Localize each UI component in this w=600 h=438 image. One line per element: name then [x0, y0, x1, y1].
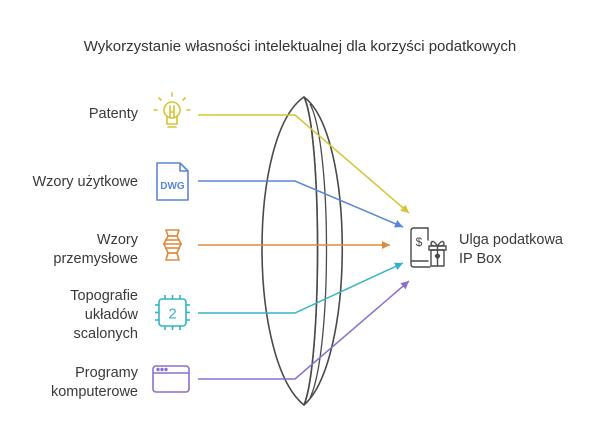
dwg-file-icon: DWG — [156, 162, 189, 201]
lens-face — [261, 96, 319, 406]
source-label-wzory-uzytkowe: Wzory użytkowe — [32, 174, 138, 190]
lens — [261, 96, 343, 406]
browser-window-icon — [152, 365, 190, 393]
connector-line-wzory-uzytkowe — [198, 180, 404, 228]
watch-icon — [163, 229, 182, 261]
diagram-title: Wykorzystanie własności intelektualnej d… — [83, 38, 517, 55]
lens-edge-line — [309, 103, 328, 399]
connector-line-topografie — [198, 262, 404, 314]
arrowhead-wzory-uzytkowe — [394, 220, 403, 228]
microchip-icon: 2 — [155, 295, 190, 330]
dwg-icon-text: DWG — [160, 181, 185, 192]
arrowhead-programy — [400, 281, 409, 290]
phone-gift-icon: $ — [410, 227, 447, 268]
arrowhead-wzory-przemyslowe — [382, 241, 390, 249]
connector-line-programy — [198, 280, 410, 380]
dollar-sign: $ — [416, 235, 423, 249]
arrowhead-patenty — [400, 204, 409, 213]
arrowhead-topografie — [394, 262, 403, 270]
lightbulb-icon — [153, 92, 191, 128]
connector-line-patenty — [198, 114, 410, 214]
chip-icon-text: 2 — [168, 306, 176, 323]
source-label-patenty: Patenty — [88, 106, 138, 122]
